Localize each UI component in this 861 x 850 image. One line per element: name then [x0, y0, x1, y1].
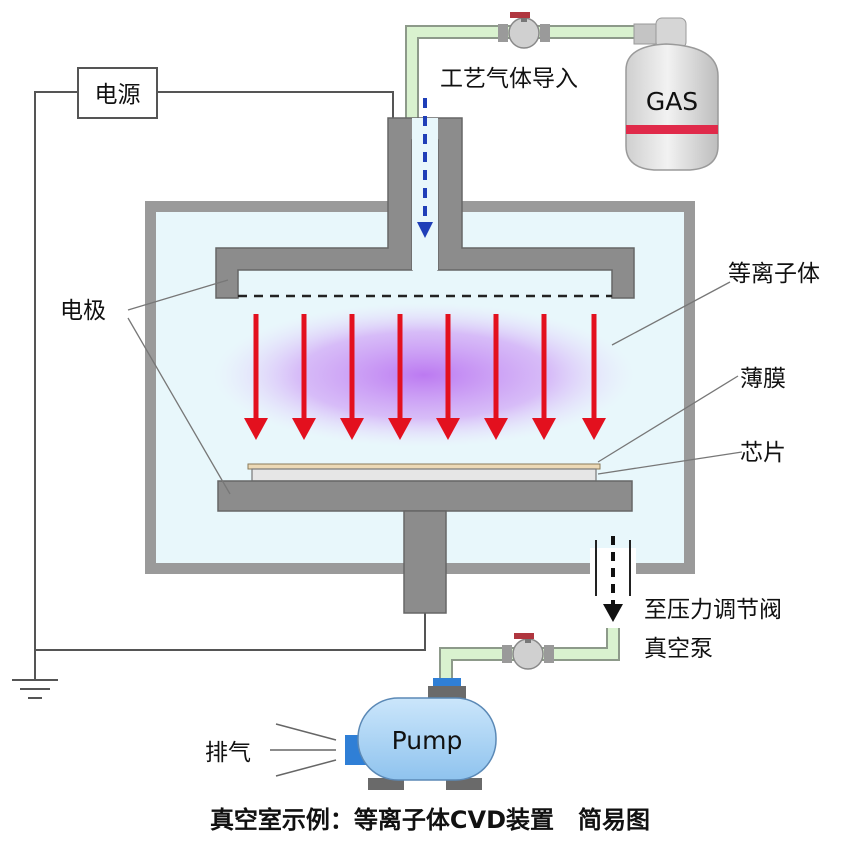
pressure-valve-label: 至压力调节阀 [644, 597, 782, 623]
gas-flow-arrow [417, 98, 433, 238]
gas-tank-label: GAS [646, 87, 698, 116]
wafer [247, 463, 601, 482]
exhaust-flow-arrow [603, 536, 623, 622]
diagram-caption: 真空室示例：等离子体CVD装置 简易图 [210, 806, 650, 834]
bottom-electrode-wire [35, 612, 426, 651]
pump-label: Pump [392, 726, 463, 755]
exhaust-label: 排气 [205, 740, 251, 766]
thin-film [247, 463, 601, 470]
tank-stripe [626, 125, 718, 134]
exhaust-lines [270, 723, 337, 777]
gas-tank: GAS [625, 17, 719, 171]
top-electrode-wire [157, 91, 394, 118]
ion-flow-arrows [244, 314, 606, 440]
thin-film-label: 薄膜 [740, 366, 786, 392]
ground-wire [34, 91, 78, 650]
power-supply: 电源 [77, 67, 158, 119]
plasma [214, 303, 634, 447]
pump-valve-icon [502, 633, 554, 670]
electrode-label: 电极 [60, 298, 106, 324]
leader-lines [127, 279, 743, 495]
gas-inlet-label: 工艺气体导入 [440, 66, 578, 92]
wafer-label: 芯片 [740, 440, 786, 466]
ground-symbol-icon [12, 650, 58, 699]
gas-valve-icon [498, 12, 550, 49]
power-supply-label: 电源 [95, 82, 141, 108]
plasma-label: 等离子体 [728, 261, 820, 287]
gas-pipe [405, 25, 644, 120]
vacuum-pump: Pump [345, 678, 497, 790]
bottom-electrode [217, 480, 633, 614]
vacuum-pump-label: 真空泵 [644, 636, 713, 662]
wiring [34, 91, 426, 651]
